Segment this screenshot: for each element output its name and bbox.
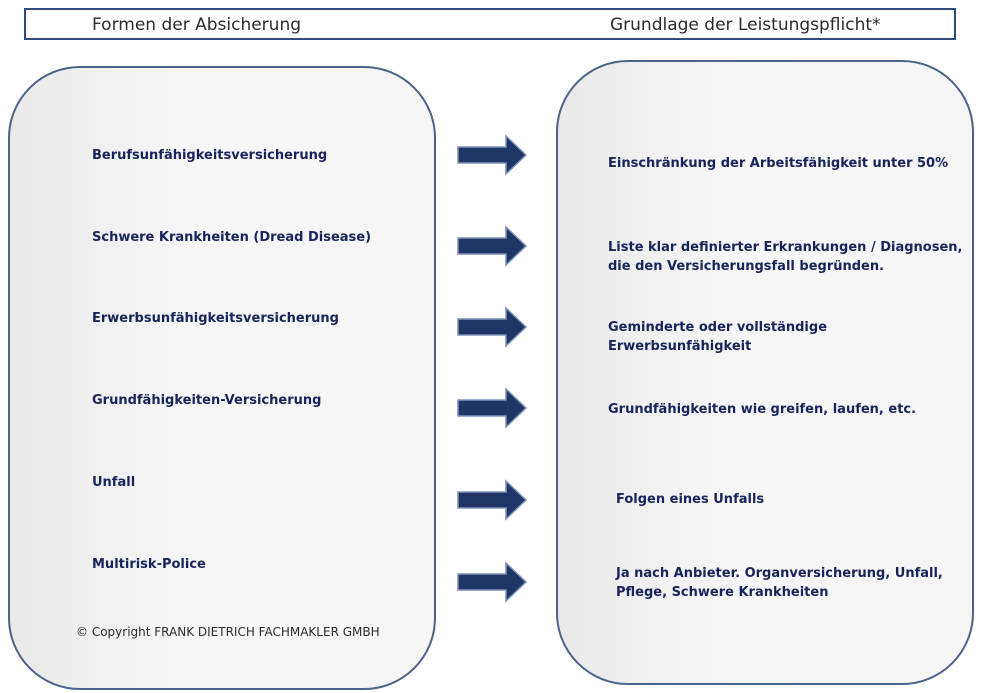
right-arrow-icon	[457, 225, 528, 267]
basis-item-3: Geminderte oder vollständige Erwerbsunfä…	[608, 318, 827, 356]
form-item-3: Erwerbsunfähigkeitsversicherung	[92, 311, 339, 326]
forms-panel	[8, 66, 436, 690]
right-arrow-icon	[457, 561, 528, 603]
form-item-5: Unfall	[92, 475, 136, 490]
header-bar: Formen der Absicherung Grundlage der Lei…	[24, 8, 956, 40]
form-item-2: Schwere Krankheiten (Dread Disease)	[92, 230, 372, 245]
basis-item-5-line1: Folgen eines Unfalls	[616, 492, 765, 507]
basis-item-1: Einschränkung der Arbeitsfähigkeit unter…	[608, 154, 948, 173]
basis-item-4: Grundfähigkeiten wie greifen, laufen, et…	[608, 400, 916, 419]
form-item-6: Multirisk-Police	[92, 557, 206, 572]
basis-item-2: Liste klar definierter Erkrankungen / Di…	[608, 238, 962, 276]
basis-item-2-line2: die den Versicherungsfall begründen.	[608, 259, 885, 274]
form-item-4: Grundfähigkeiten-Versicherung	[92, 393, 322, 408]
basis-item-5: Folgen eines Unfalls	[616, 490, 764, 509]
basis-item-6-line1: Ja nach Anbieter. Organversicherung, Unf…	[616, 566, 943, 581]
form-item-1: Berufsunfähigkeitsversicherung	[92, 148, 328, 163]
basis-item-4-line1: Grundfähigkeiten wie greifen, laufen, et…	[608, 402, 917, 417]
basis-item-6-line2: Pflege, Schwere Krankheiten	[616, 585, 829, 600]
basis-panel	[556, 60, 974, 685]
basis-item-3-line1: Geminderte oder vollständige	[608, 320, 828, 335]
basis-item-6: Ja nach Anbieter. Organversicherung, Unf…	[616, 564, 943, 602]
right-arrow-icon	[457, 479, 528, 521]
basis-item-1-line1: Einschränkung der Arbeitsfähigkeit unter…	[608, 156, 949, 171]
right-arrow-icon	[457, 387, 528, 429]
copyright-text: © Copyright FRANK DIETRICH FACHMAKLER GM…	[76, 625, 380, 639]
right-arrow-icon	[457, 134, 528, 176]
header-left-title: Formen der Absicherung	[92, 15, 302, 35]
basis-item-2-line1: Liste klar definierter Erkrankungen / Di…	[608, 240, 963, 255]
header-right-title: Grundlage der Leistungspflicht*	[610, 15, 881, 35]
right-arrow-icon	[457, 306, 528, 348]
basis-item-3-line2: Erwerbsunfähigkeit	[608, 339, 752, 354]
